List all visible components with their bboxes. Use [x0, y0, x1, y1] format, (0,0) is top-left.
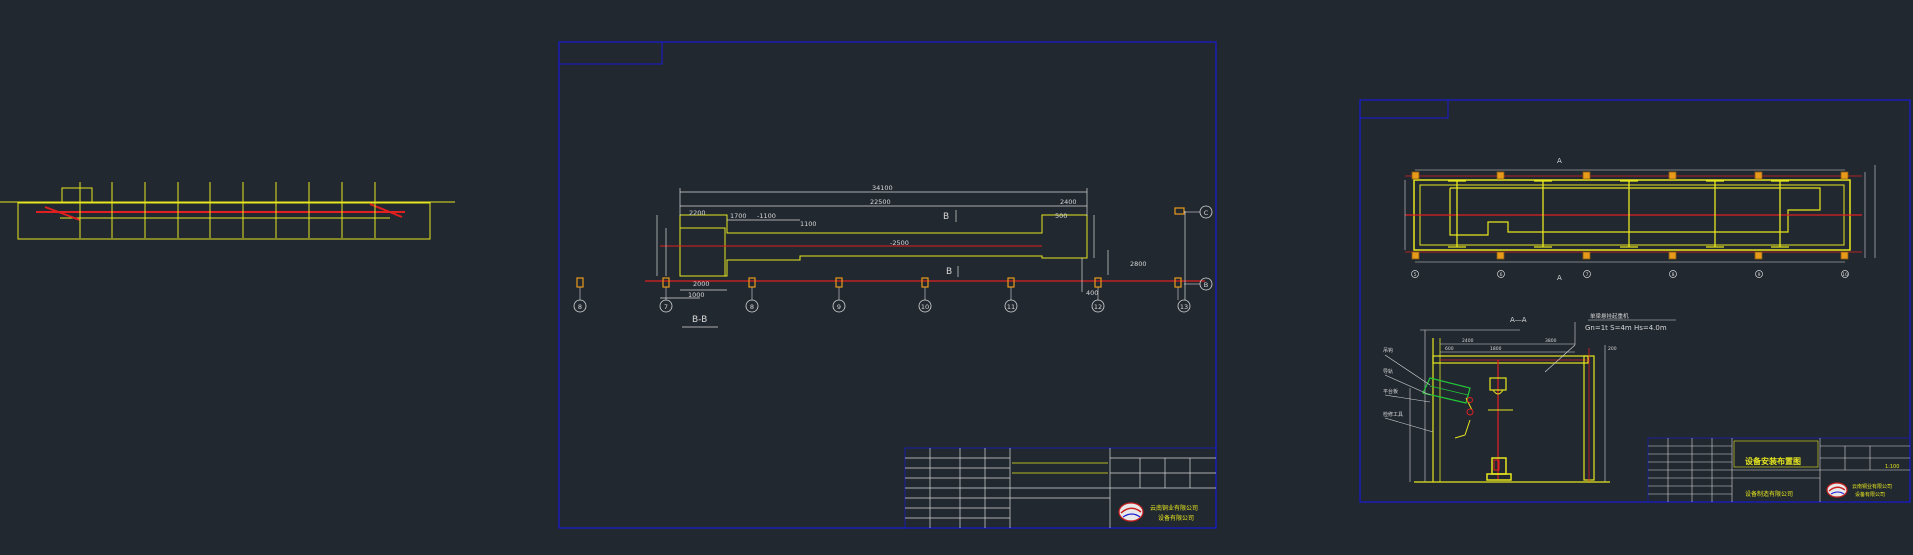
dim-500: 500	[1055, 212, 1067, 220]
aa-dim-c: 600	[1445, 346, 1454, 352]
aa-dim-e: 200	[1608, 346, 1617, 352]
section-tag-b-bottom: B	[946, 267, 952, 277]
callout-hook: 吊钩	[1383, 347, 1393, 354]
dim-overall: 34100	[872, 184, 893, 192]
axis-bubble-9: 9	[837, 303, 841, 311]
tb3-title: 设备安装布置图	[1745, 456, 1801, 466]
axis-bubble-13: 13	[1180, 303, 1188, 311]
callout-tool: 检修工具	[1383, 411, 1403, 418]
plan-axis-6: 6	[1500, 272, 1503, 278]
dim-2800: 2800	[1130, 260, 1147, 268]
company-logo-icon	[1118, 502, 1144, 522]
dim-2000: 2000	[693, 280, 710, 288]
plan-axis-10: 10	[1842, 272, 1848, 278]
sheet2-dimensions	[656, 188, 1186, 300]
plan-tag-a-bottom: A	[1557, 274, 1562, 282]
sheet3-plan-labels: A A 5 6 7 8 9 10	[1414, 157, 1848, 282]
axis-bubble-11: 11	[1007, 303, 1015, 311]
sheet-3-frame[interactable]	[1359, 99, 1911, 503]
sheet3-aa-labels: A—A 单梁悬挂起重机 Gn=1t S=4m Hs=4.0m 吊钩 导轨 平台板…	[1383, 312, 1667, 418]
sheet3-section-aa	[1384, 319, 1676, 483]
axis-bubble-8: 8	[750, 303, 754, 311]
sheet-2-frame[interactable]	[558, 41, 1217, 529]
plan-axis-7: 7	[1586, 272, 1589, 278]
aa-dim-b: 3800	[1545, 338, 1557, 344]
axis-bubble-7: 7	[664, 303, 668, 311]
tb3-company-2: 设备有限公司	[1855, 491, 1885, 498]
elevation-view-left[interactable]	[0, 182, 455, 240]
elev-2500: -2500	[890, 239, 909, 247]
axis-bubble-b: B	[1204, 281, 1208, 289]
axis-bubble-c: C	[1204, 209, 1209, 217]
callout-rail: 导轨	[1383, 368, 1393, 375]
dim-2400: 2400	[1060, 198, 1077, 206]
aa-dim-a: 2400	[1462, 338, 1474, 344]
elev-1100: -1100	[757, 212, 776, 220]
sheet2-section-tags: B B	[943, 210, 959, 277]
sheet3-title-block[interactable]: 设备安装布置图 设备制造有限公司 1:100 云南铜业有限公司 设备有限公司	[1647, 437, 1911, 503]
dim-mid: 22500	[870, 198, 891, 206]
axis-bubble-10: 10	[921, 303, 929, 311]
sheet2-section-outline	[660, 214, 1088, 277]
sheet2-dim-labels: 34100 22500 2200 1700 2400 500 -1100 -25…	[688, 184, 1147, 299]
sheet2-title-block[interactable]: 云南铜业有限公司 设备有限公司	[904, 447, 1217, 529]
plan-axis-9: 9	[1758, 272, 1761, 278]
section-tag-b-top: B	[943, 212, 949, 222]
dim-2200: 2200	[689, 209, 706, 217]
dim-1100b: 1100	[800, 220, 817, 228]
dim-1000: 1000	[688, 291, 705, 299]
dim-1700: 1700	[730, 212, 747, 220]
sheet2-axis-grid: 8 7 8 9 10 11 12 13 C B	[573, 205, 1213, 313]
crane-note: Gn=1t S=4m Hs=4.0m	[1585, 324, 1667, 332]
axis-bubble-8a: 8	[578, 303, 582, 311]
axis-bubble-12: 12	[1094, 303, 1102, 311]
callout-platform: 平台板	[1383, 388, 1398, 395]
plan-axis-8: 8	[1672, 272, 1675, 278]
section-label-aa: A—A	[1510, 316, 1527, 324]
sheet3-plan-view	[1404, 165, 1876, 278]
tb2-company-1: 云南铜业有限公司	[1150, 504, 1198, 512]
crane-note-title: 单梁悬挂起重机	[1590, 312, 1629, 320]
tb3-company: 设备制造有限公司	[1745, 490, 1793, 498]
aa-dim-d: 1800	[1490, 346, 1502, 352]
company-logo-icon-2	[1826, 482, 1848, 498]
section-label-bb: B-B	[692, 315, 707, 325]
plan-axis-5: 5	[1414, 272, 1417, 278]
plan-tag-a-top: A	[1557, 157, 1562, 165]
tb3-scale: 1:100	[1885, 464, 1899, 470]
tb2-company-2: 设备有限公司	[1158, 514, 1194, 522]
tb3-company-1: 云南铜业有限公司	[1852, 483, 1892, 490]
dim-400: 400	[1086, 289, 1098, 297]
